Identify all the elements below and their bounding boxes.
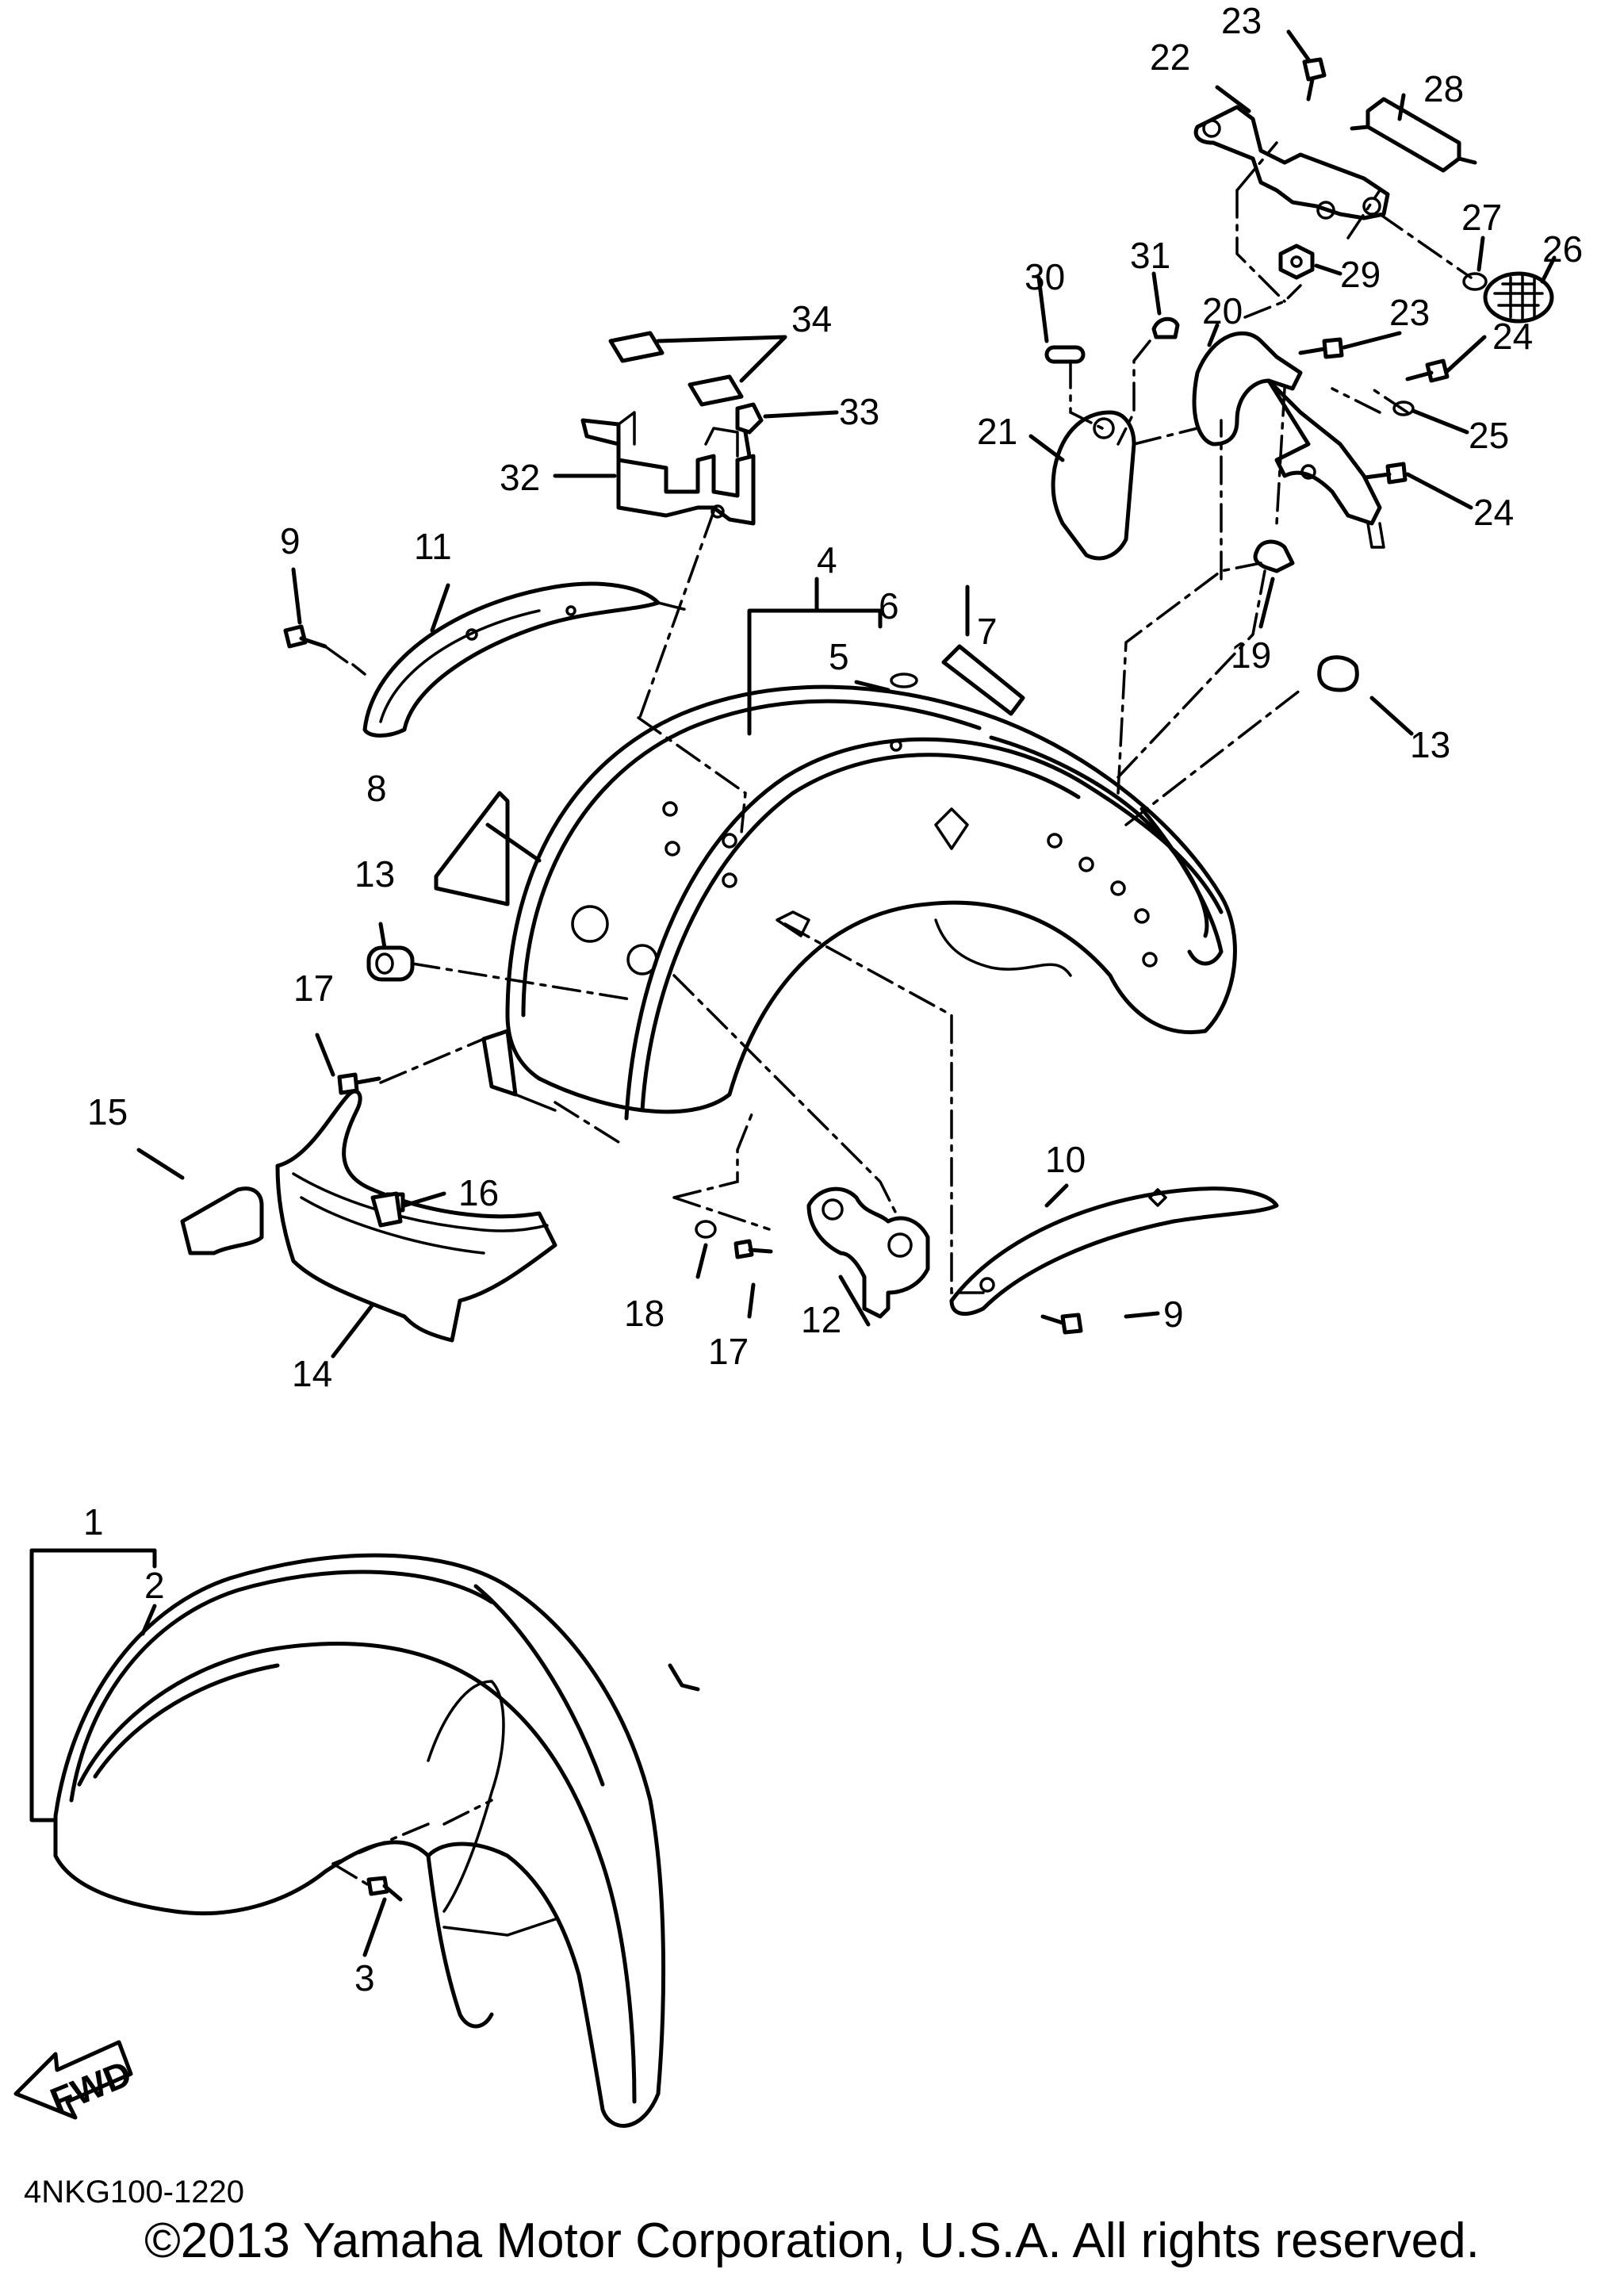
washer-18 [695, 1220, 717, 1239]
callout-25: 25 [1469, 415, 1509, 456]
pads-34 [608, 331, 744, 407]
callout-33: 33 [839, 391, 879, 432]
plate-28 [1350, 97, 1477, 173]
callout-27: 27 [1461, 197, 1502, 238]
front-fender [53, 1553, 666, 2128]
label-8 [434, 791, 510, 906]
grommet-13-upper [1317, 655, 1359, 692]
nut-29 [1278, 243, 1315, 280]
bolt-3 [366, 1876, 403, 1902]
reflector-26 [1483, 271, 1554, 324]
washer-25 [1392, 401, 1415, 416]
bolts-17 [337, 1072, 773, 1259]
callout-20: 20 [1202, 290, 1243, 332]
callout-24b: 24 [1473, 492, 1514, 533]
callout-15: 15 [87, 1091, 128, 1133]
grommet-13-lower [366, 945, 415, 982]
callout-13b: 13 [354, 853, 395, 895]
callout-32: 32 [500, 457, 540, 498]
washer-27 [1462, 272, 1488, 291]
clip-19 [1253, 539, 1295, 573]
bolts-9 [283, 624, 1083, 1335]
callout-4: 4 [817, 539, 837, 581]
callout-8: 8 [366, 768, 387, 809]
bracket-12 [806, 1186, 930, 1319]
bolts-23 [1298, 57, 1344, 359]
callout-3: 3 [354, 1957, 375, 1999]
callout-11: 11 [414, 526, 452, 567]
callout-28: 28 [1423, 68, 1464, 109]
diagram-reference-code: 4NKG100-1220 [24, 2175, 244, 2210]
fwd-arrow: FWD [13, 2040, 137, 2121]
callout-6: 6 [879, 585, 899, 627]
rear-fender [481, 684, 1237, 1121]
stay-20 [1192, 331, 1385, 549]
callout-23b: 23 [1389, 292, 1430, 333]
plate-bracket-22 [1193, 105, 1390, 220]
callout-labels: 1 2 3 4 5 6 7 8 9 9 10 11 12 13 13 14 15… [83, 0, 1583, 1999]
callout-9a: 9 [280, 520, 301, 562]
bolts-24 [1363, 358, 1450, 485]
callout-5: 5 [829, 636, 849, 677]
bolt-33 [735, 402, 764, 458]
fender-trim-10 [949, 1186, 1279, 1317]
fender-trim-11 [362, 581, 661, 738]
callout-18: 18 [624, 1293, 665, 1334]
cap-31 [1151, 316, 1180, 339]
callout-26: 26 [1542, 228, 1583, 270]
grommet-6 [890, 673, 918, 688]
pin-30 [1044, 345, 1086, 364]
bracket-32 [580, 411, 756, 526]
callout-22: 22 [1150, 36, 1190, 78]
callout-17a: 17 [293, 968, 334, 1009]
leader-lines [29, 29, 1557, 1957]
callout-29: 29 [1340, 254, 1381, 295]
callout-1: 1 [83, 1501, 104, 1543]
callout-30: 30 [1025, 256, 1065, 297]
callout-16: 16 [458, 1172, 499, 1213]
callout-7: 7 [977, 611, 998, 652]
label-7 [941, 644, 1025, 716]
dashed-assembly-lines [324, 141, 1473, 1889]
callout-2: 2 [144, 1565, 165, 1606]
copyright-notice: ©2013 Yamaha Motor Corporation, U.S.A. A… [144, 2213, 1480, 2268]
callout-24a: 24 [1492, 316, 1533, 357]
shield-14 [275, 1089, 557, 1343]
pad-15 [180, 1186, 264, 1255]
callout-31: 31 [1130, 235, 1170, 276]
callout-13a: 13 [1410, 724, 1450, 765]
callout-19: 19 [1231, 634, 1271, 676]
callout-14: 14 [292, 1353, 332, 1394]
callout-34: 34 [791, 298, 832, 339]
callout-10: 10 [1045, 1139, 1086, 1180]
callout-21: 21 [977, 411, 1017, 452]
callout-9b: 9 [1163, 1294, 1184, 1335]
callout-12: 12 [801, 1299, 841, 1340]
clip-16 [370, 1191, 403, 1228]
callout-23a: 23 [1221, 0, 1262, 41]
callout-17b: 17 [708, 1331, 749, 1372]
